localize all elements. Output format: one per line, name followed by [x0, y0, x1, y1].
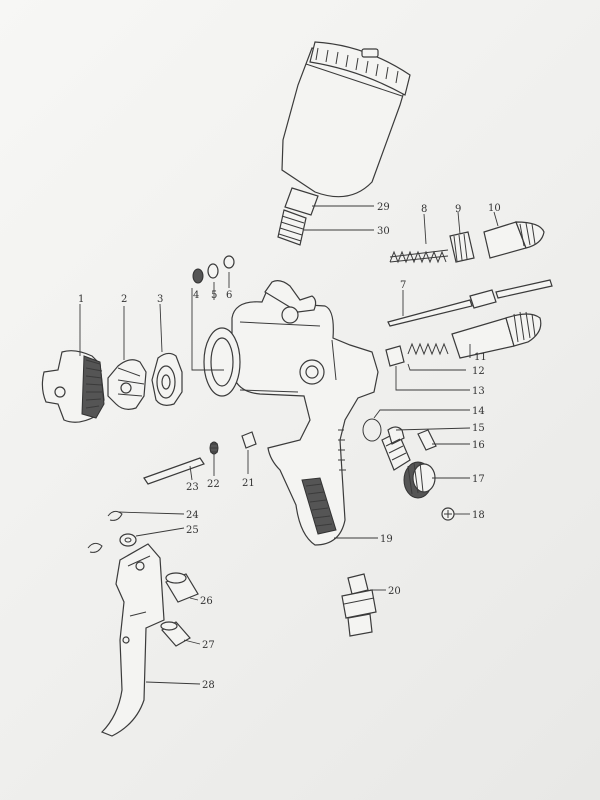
part-label: 29: [377, 202, 390, 213]
part-labels: 1 2 3 4 5 6 7 8 9 10 11 12 13 14 15 16 1…: [78, 202, 501, 691]
part-label: 11: [474, 352, 487, 363]
trigger: [100, 543, 165, 737]
pin-23: [143, 457, 205, 485]
washer-25: [87, 533, 137, 553]
paint-cup: [281, 41, 411, 216]
pin-16: [417, 429, 437, 451]
air-valve-assembly: [381, 426, 411, 471]
screw-18: [441, 507, 455, 521]
part-label: 25: [186, 525, 199, 536]
part-label: 14: [472, 406, 485, 417]
gun-body: [203, 280, 379, 546]
part-label: 17: [472, 474, 485, 485]
fluid-needle: [387, 279, 553, 327]
part-label: 20: [388, 586, 401, 597]
air-valve-knob: [451, 311, 542, 359]
air-valve-spring: [407, 342, 449, 356]
part-label: 23: [186, 482, 199, 493]
part-label: 28: [202, 680, 215, 691]
part-label: 19: [380, 534, 393, 545]
part-label: 30: [377, 226, 390, 237]
part-label: 1: [78, 294, 84, 305]
fluid-nozzle: [107, 359, 147, 410]
fluid-knob: [483, 221, 545, 259]
needle-spring: [389, 249, 449, 264]
cup-fitting: [277, 209, 307, 246]
part-label: 24: [186, 510, 199, 521]
part-label: 18: [472, 510, 485, 521]
o-ring: [362, 418, 382, 442]
part-label: 10: [488, 203, 501, 214]
part-label: 7: [400, 280, 406, 291]
pin-27: [160, 621, 191, 647]
cap-21: [241, 431, 257, 449]
part-label: 9: [455, 204, 461, 215]
part-label: 8: [421, 204, 427, 215]
part-label: 27: [202, 640, 215, 651]
air-inlet: [341, 573, 377, 637]
packing-nut: [385, 345, 405, 367]
part-label: 4: [193, 290, 199, 301]
clip-24: [107, 510, 123, 521]
leader-lines: [79, 205, 499, 685]
air-cap: [41, 350, 105, 423]
part-label: 2: [121, 294, 127, 305]
adjuster-ring: [449, 231, 475, 263]
part-label: 5: [211, 290, 217, 301]
part-label: 3: [157, 294, 163, 305]
part-label: 16: [472, 440, 485, 451]
fan-knob: [403, 461, 436, 499]
part-label: 13: [472, 386, 485, 397]
pin-26: [165, 572, 199, 603]
spring-22: [209, 441, 219, 455]
part-label: 21: [242, 478, 255, 489]
baffle: [151, 352, 183, 406]
part-label: 22: [207, 479, 220, 490]
small-seals-4-5-6: [192, 255, 235, 284]
part-label: 15: [472, 423, 485, 434]
part-label: 12: [472, 366, 485, 377]
part-label: 26: [200, 596, 213, 607]
part-label: 6: [226, 290, 232, 301]
